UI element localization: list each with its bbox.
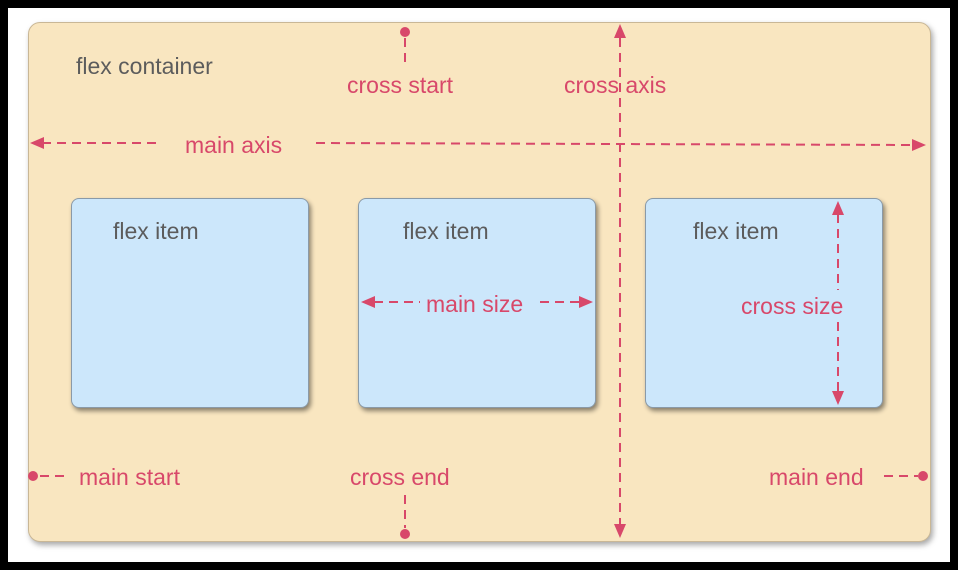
cross-size-label: cross size	[741, 293, 844, 319]
cross-end-label: cross end	[350, 464, 450, 490]
cross-axis-label: cross axis	[564, 72, 667, 98]
flex-item-1-label: flex item	[113, 218, 199, 244]
flex-container-label: flex container	[76, 53, 213, 79]
main-size-label: main size	[426, 291, 524, 317]
cross-start-dot	[400, 27, 410, 37]
main-axis-line-right	[315, 142, 913, 146]
cross-size-arrow-top	[832, 201, 844, 215]
main-start-dot	[28, 471, 38, 481]
main-axis-arrow-left	[30, 137, 44, 149]
main-start-label: main start	[79, 464, 180, 490]
main-end-label: main end	[769, 464, 864, 490]
main-axis-label: main axis	[185, 132, 283, 158]
flex-item-1	[71, 198, 309, 408]
cross-size-arrow-bottom	[832, 391, 844, 405]
cross-start-label: cross start	[347, 72, 454, 98]
main-size-arrow-right	[579, 296, 593, 308]
cross-axis-arrow-top	[614, 24, 626, 38]
flex-item-3-label: flex item	[693, 218, 779, 244]
flex-item-2-label: flex item	[403, 218, 489, 244]
cross-end-dot	[400, 529, 410, 539]
cross-axis-arrow-bottom	[614, 524, 626, 538]
flex-item-3	[645, 198, 883, 408]
main-end-dot	[918, 471, 928, 481]
main-axis-arrow-right	[912, 139, 926, 151]
main-size-arrow-left	[361, 296, 375, 308]
